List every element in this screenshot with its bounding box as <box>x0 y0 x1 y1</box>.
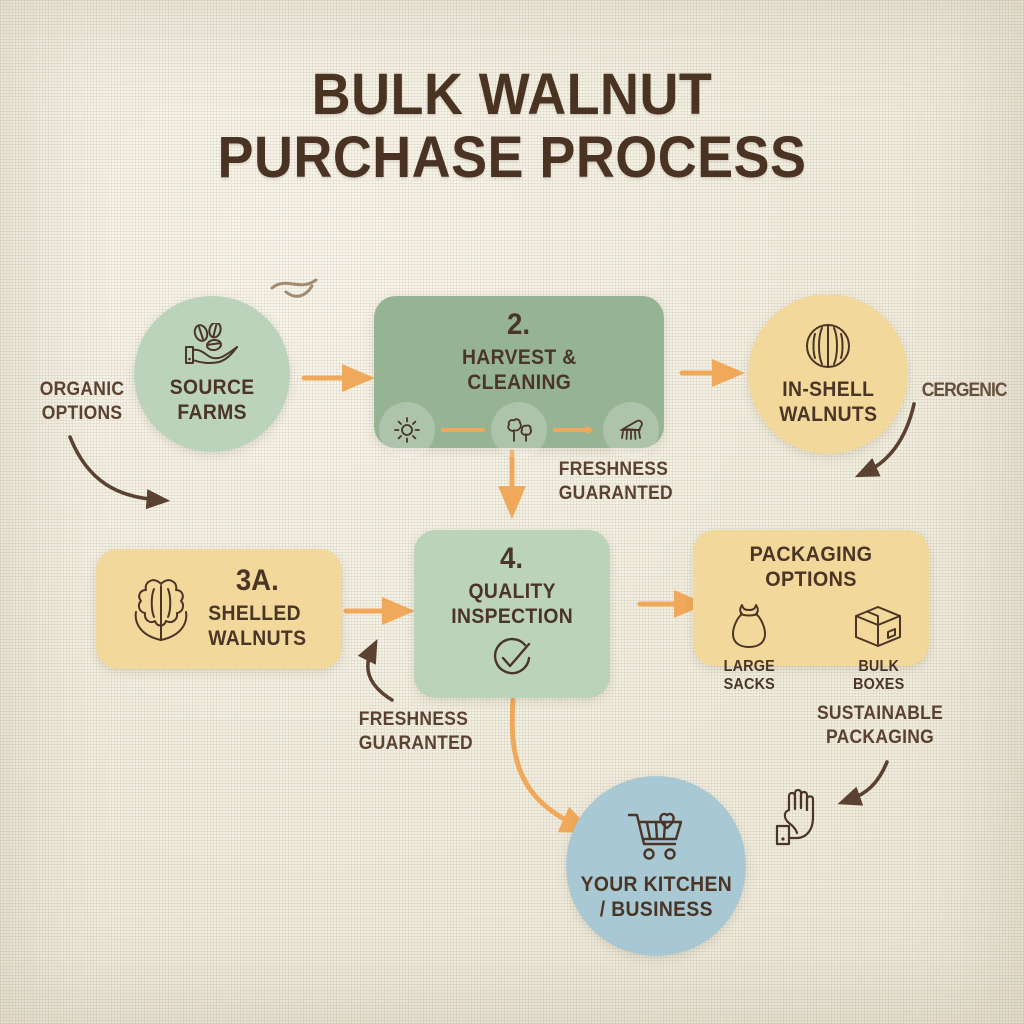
hand-holding-walnuts-icon <box>181 321 243 372</box>
annotation-organic-options: ORGANIC OPTIONS <box>39 379 125 424</box>
arrow-freshness-bottom <box>357 639 394 702</box>
walnut-shell-icon <box>804 321 852 376</box>
sun-icon <box>379 401 435 458</box>
trees-icon <box>491 401 547 458</box>
substep-connector-2 <box>553 425 594 434</box>
annotation-garbled-right: CERGENIC <box>921 380 1008 401</box>
arrow-inshell-to-shelled <box>854 402 916 478</box>
node-source-farms[interactable]: SOURCE FARMS <box>134 296 290 452</box>
packaging-option-large-sacks[interactable]: LARGE SACKS <box>693 601 806 694</box>
packaging-options-row: LARGE SACKS BULK BOXES <box>693 601 929 694</box>
arrow-organic-options <box>68 435 171 510</box>
packaging-option-bulk-boxes[interactable]: BULK BOXES <box>828 601 929 694</box>
annotation-freshness-bottom: FRESHNESS GUARANTED <box>358 709 473 754</box>
packaging-option-1-label: LARGE SACKS <box>723 657 775 693</box>
annotation-sustainable-packaging: SUSTAINABLE PACKAGING <box>816 703 944 748</box>
node-shelled-label: SHELLED WALNUTS <box>207 602 307 650</box>
arrow-quality-to-kitchen <box>509 697 594 833</box>
annotation-freshness-top: FRESHNESS GUARANTED <box>558 459 673 504</box>
sack-icon <box>727 601 771 654</box>
arrow-sustainable-packaging <box>837 760 889 806</box>
title-line-2: PURCHASE PROCESS <box>217 124 807 190</box>
node-your-kitchen[interactable]: YOUR KITCHEN / BUSINESS <box>566 776 746 956</box>
title-line-1: BULK WALNUT <box>311 62 713 127</box>
walnut-kernel-icon <box>128 572 194 647</box>
node-packaging-title: PACKAGING OPTIONS <box>749 542 873 592</box>
node-packaging-options[interactable]: PACKAGING OPTIONS LARGE SACKS <box>693 530 929 693</box>
open-hand-icon <box>775 786 823 853</box>
node-shelled-number: 3A. <box>235 564 279 598</box>
node-quality-inspection[interactable]: 4. QUALITY INSPECTION <box>414 530 610 698</box>
brush-icon <box>603 401 659 458</box>
node-quality-label: QUALITY INSPECTION <box>451 580 573 628</box>
node-source-farms-label: SOURCE FARMS <box>169 375 255 424</box>
box-icon <box>852 601 904 654</box>
node-in-shell-walnuts[interactable]: IN-SHELL WALNUTS <box>748 294 908 454</box>
node-harvest-label: HARVEST & CLEANING <box>461 346 577 394</box>
node-harvest-number: 2. <box>507 308 531 341</box>
node-harvest-cleaning[interactable]: 2. HARVEST & CLEANING <box>374 296 664 458</box>
node-in-shell-label: IN-SHELL WALNUTS <box>778 377 878 426</box>
shopping-cart-heart-icon <box>625 810 687 869</box>
node-shelled-walnuts[interactable]: 3A. SHELLED WALNUTS <box>96 549 342 669</box>
node-shelled-text: 3A. SHELLED WALNUTS <box>204 566 311 652</box>
node-your-kitchen-label: YOUR KITCHEN / BUSINESS <box>580 872 732 921</box>
page-title: BULK WALNUT PURCHASE PROCESS <box>36 62 988 190</box>
node-quality-number: 4. <box>500 542 524 576</box>
check-circle-icon <box>491 637 533 684</box>
substep-connector-1 <box>441 427 485 432</box>
decorative-squiggle <box>270 278 318 298</box>
packaging-option-2-label: BULK BOXES <box>852 657 904 693</box>
harvest-substep-row <box>379 401 659 458</box>
